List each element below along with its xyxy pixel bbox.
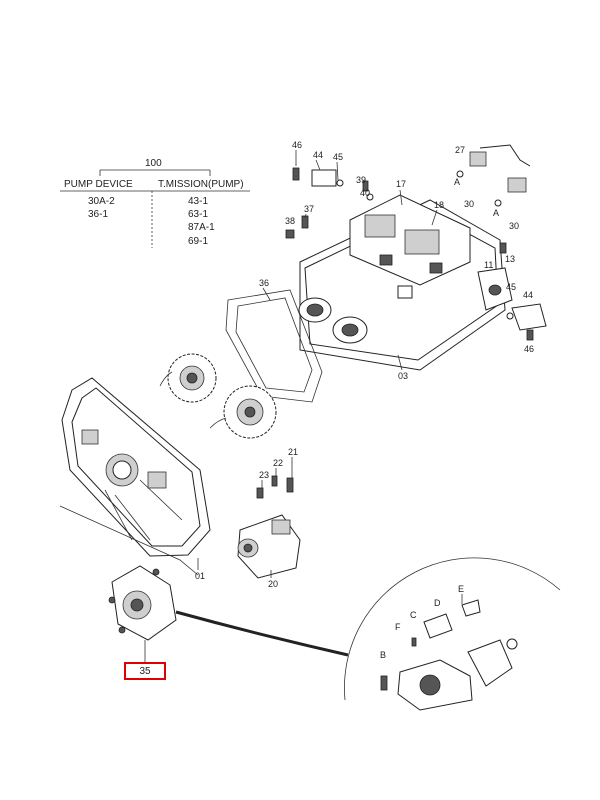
callout-13: 13: [505, 254, 515, 264]
callout-22: 22: [273, 458, 283, 468]
callout-30: 30: [509, 221, 519, 231]
table-col2-header: T.MISSION(PUMP): [158, 179, 244, 190]
callout-27: 27: [455, 145, 465, 155]
callout-45: 45: [333, 152, 343, 162]
parts-table: 100 PUMP DEVICE T.MISSION(PUMP) 30A-2 36…: [60, 158, 250, 248]
callout-39: 39: [356, 175, 366, 185]
table-col2-row: 43-1: [188, 196, 208, 207]
callout-b: B: [380, 650, 386, 660]
callout-30: 30: [464, 199, 474, 209]
callout-40: 40: [360, 188, 370, 198]
highlighted-part-label[interactable]: 35: [124, 662, 166, 680]
callout-e: E: [458, 584, 464, 594]
highlighted-part-number: 35: [139, 665, 151, 677]
callout-46: 46: [524, 344, 534, 354]
fittings-top: [285, 144, 547, 341]
table-col1-row: 36-1: [88, 209, 108, 220]
callout-a: A: [493, 208, 499, 218]
callout-38: 38: [285, 216, 295, 226]
callout-36: 36: [259, 278, 269, 288]
callout-f: F: [395, 622, 401, 632]
table-header-number: 100: [145, 158, 162, 169]
callout-11: 11: [484, 260, 493, 270]
callout-44: 44: [313, 150, 323, 160]
drive-gears: [159, 353, 277, 439]
table-col1-row: 30A-2: [88, 196, 115, 207]
callout-37: 37: [304, 204, 314, 214]
leader-lines: [197, 150, 463, 604]
detail-inset: [344, 557, 561, 711]
table-col2-row: 63-1: [188, 209, 208, 220]
callout-01: 01: [195, 571, 205, 581]
callout-21: 21: [288, 447, 298, 457]
hydraulic-pump-assembly: [225, 194, 513, 403]
coupling-part: [108, 565, 349, 662]
callout-46: 46: [292, 140, 302, 150]
callout-45: 45: [506, 282, 516, 292]
callout-03: 03: [398, 371, 408, 381]
transmission-housing: [59, 377, 211, 576]
callout-44: 44: [523, 290, 533, 300]
callout-labels: 46 44 45 39 40 17 27 A 30 A 30 38 37 18 …: [195, 140, 534, 660]
callout-17: 17: [396, 179, 406, 189]
callout-23: 23: [259, 470, 269, 480]
table-col2-row: 69-1: [188, 236, 208, 247]
callout-20: 20: [268, 579, 278, 589]
callout-d: D: [434, 598, 441, 608]
callout-c: C: [410, 610, 417, 620]
gear-pump: [237, 475, 301, 579]
callout-18: 18: [434, 200, 444, 210]
table-col2-row: 87A-1: [188, 222, 215, 233]
callout-a: A: [454, 177, 460, 187]
table-col1-header: PUMP DEVICE: [64, 179, 133, 190]
